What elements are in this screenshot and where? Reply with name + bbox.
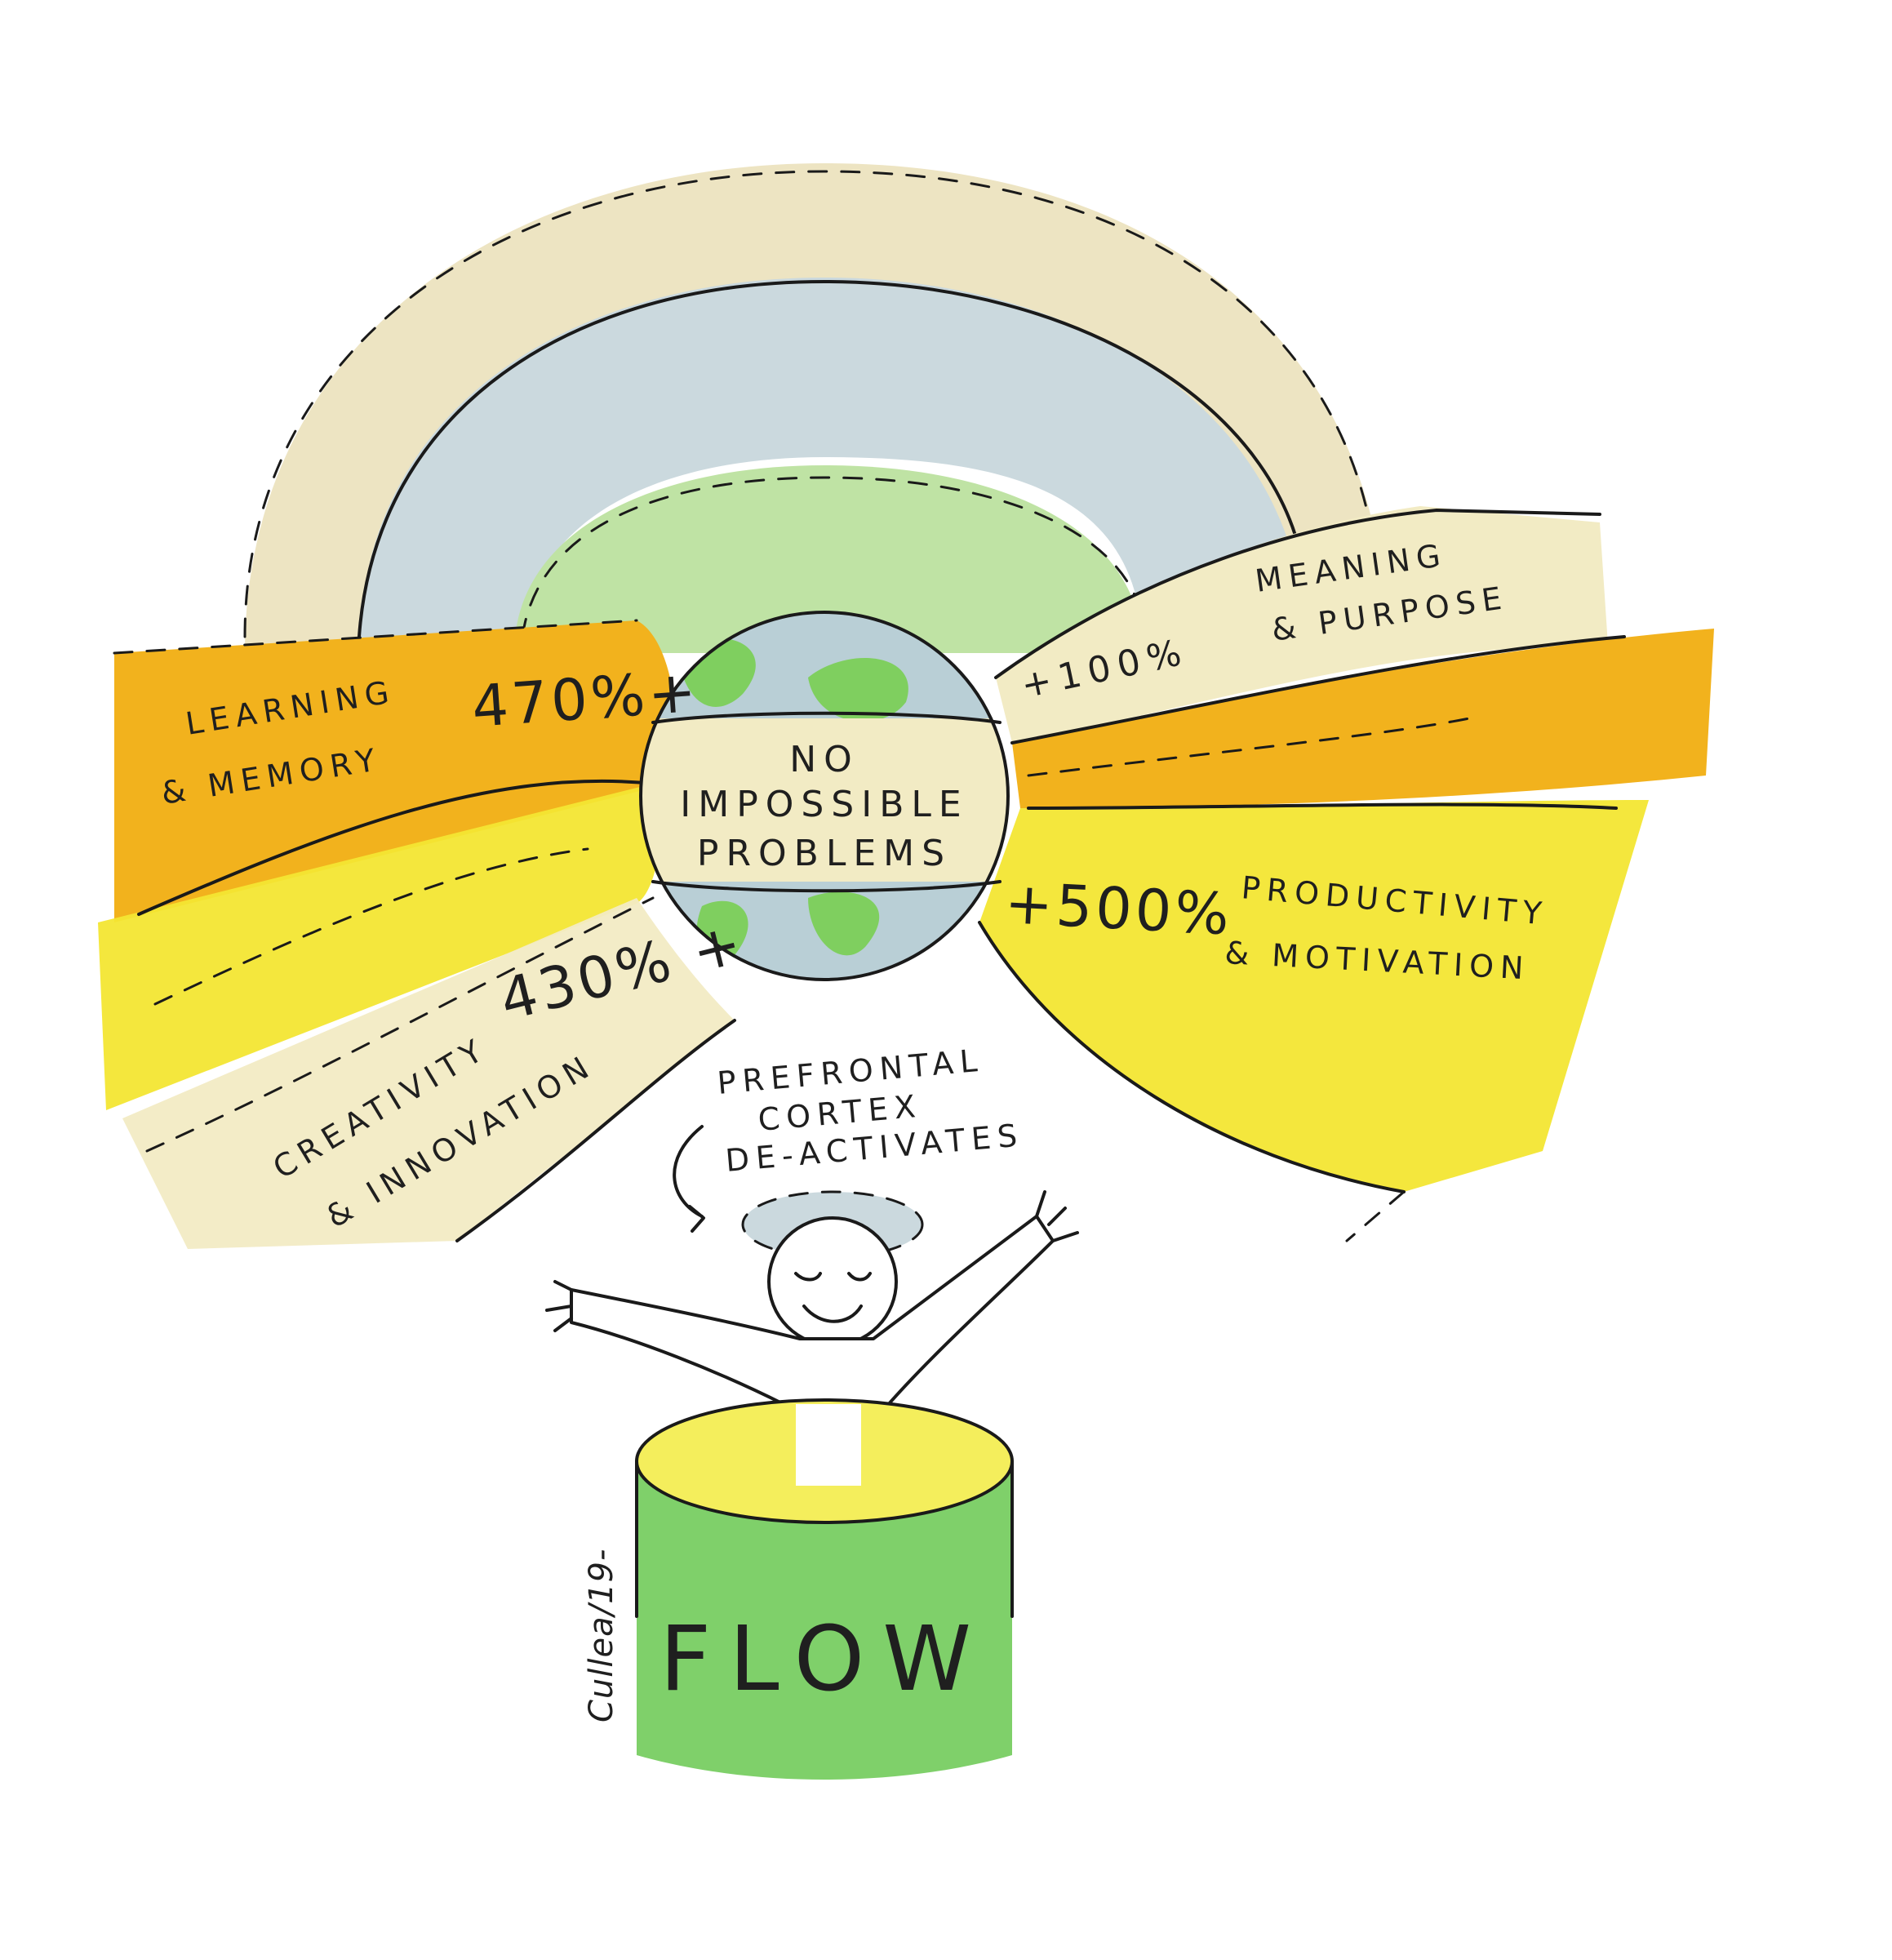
- orange-band-right: [1012, 629, 1714, 808]
- right-band-outline-mid: [1010, 635, 1626, 744]
- globe-land-bottom-right: [808, 891, 880, 956]
- left-band-outline-mid: [137, 779, 655, 916]
- cortex-annotation: PREFRONTAL CORTEX DE-ACTIVATES: [716, 1042, 1025, 1179]
- inner-arc: [514, 465, 1143, 653]
- flow-label: FLOW: [660, 1607, 989, 1711]
- right-band-dash-1: [1027, 717, 1471, 777]
- globe-line-3: PROBLEMS: [697, 833, 952, 874]
- figure-eye-left: [794, 1272, 822, 1282]
- globe-line-1: NO: [789, 739, 859, 780]
- orange-band-left: [114, 620, 676, 922]
- right-outer-dash: [1345, 1190, 1406, 1242]
- flow-cylinder-body: [637, 1461, 1012, 1780]
- outer-arc-outline: [243, 170, 1381, 638]
- middle-arc-outline: [358, 280, 1308, 638]
- left-band-dash-2: [145, 896, 655, 1153]
- right-band-outline-top: [994, 509, 1601, 679]
- figure-body: [570, 1215, 1055, 1528]
- globe-band: [641, 718, 1008, 882]
- right-band-outline-bottom: [978, 921, 1406, 1193]
- inner-arc-outline: [521, 476, 1144, 638]
- figure-hand-right: [1035, 1190, 1079, 1242]
- yellow-band-right: [979, 800, 1649, 1192]
- globe-land-top-right: [808, 658, 908, 722]
- left-bands: [98, 619, 736, 1249]
- globe-line-2: IMPOSSIBLE: [680, 784, 968, 825]
- curved-arrow-icon: [673, 1125, 705, 1233]
- cream-band-right: [996, 506, 1608, 743]
- globe: [639, 611, 1010, 981]
- outer-arc: [245, 163, 1388, 653]
- cream-band-left: [122, 898, 735, 1249]
- right-bands: [978, 506, 1714, 1242]
- figure-hand-left: [545, 1280, 573, 1332]
- left-band-outline-bottom: [455, 1019, 736, 1242]
- left-band-dash-1: [153, 847, 589, 1006]
- flow-base: [635, 1398, 1014, 1780]
- left-band-outline-top: [113, 619, 638, 655]
- globe-text: NO IMPOSSIBLE PROBLEMS: [680, 739, 968, 874]
- globe-band-top-line: [651, 711, 1002, 724]
- person-figure: [545, 1125, 1079, 1528]
- figure-head: [767, 1216, 898, 1347]
- figure-eye-right: [847, 1272, 872, 1282]
- arc-rainbow: [243, 163, 1388, 653]
- figure-smile: [802, 1304, 863, 1323]
- right-band-outline-low: [1027, 802, 1618, 810]
- annotation-line-1: PREFRONTAL: [716, 1042, 985, 1101]
- productivity-value: +500%: [1003, 869, 1234, 948]
- learning-value: 470%+: [469, 658, 701, 740]
- signature: Cullea/19-: [583, 1549, 620, 1722]
- globe-band-bottom-line: [651, 880, 1002, 893]
- globe-outline: [639, 611, 1010, 981]
- yellow-band-left: [98, 784, 660, 1110]
- middle-arc: [359, 278, 1306, 653]
- figure-torso-in-cylinder: [796, 1404, 861, 1486]
